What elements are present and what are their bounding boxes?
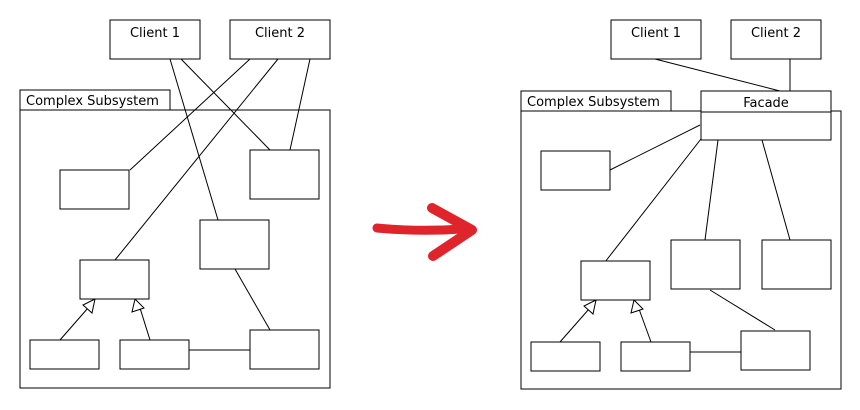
inheritance-line-right [139, 307, 151, 341]
connector-client2-to-box-superclass [114, 58, 279, 261]
client-2-box [229, 19, 331, 60]
connector-client1-to-facade [654, 58, 781, 92]
client-2-label: Client 2 [255, 26, 305, 41]
connector-facade-to-class-left-top [609, 124, 701, 171]
after-diagram: Complex Subsystem Client 1 Client 2 Faca… [520, 19, 842, 390]
before-diagram: Complex Subsystem Client 1 Client 2 [19, 19, 331, 389]
subsystem-class-bottom-left [29, 339, 100, 370]
subsystem-class-middle [670, 239, 741, 290]
connector-facade-to-class-right [761, 139, 791, 241]
right-arrow-icon [372, 203, 477, 261]
subsystem-class-bottom-right [249, 329, 320, 370]
subsystem-class-left-top [59, 169, 130, 210]
subsystem-class-superclass [580, 260, 651, 301]
subsystem-class-right-top [249, 149, 320, 200]
client-2-label: Client 2 [751, 26, 801, 41]
connector-class-middle-to-class-bottom-right [709, 289, 776, 331]
connector-box-middle-to-box-bottom-right [234, 268, 271, 331]
client-1-label: Client 1 [130, 26, 180, 41]
connector-facade-to-class-superclass [604, 129, 709, 263]
client-1-box [109, 19, 201, 60]
inheritance-arrowhead-right [630, 299, 644, 314]
subsystem-class-bottom-right [740, 330, 811, 371]
connector-client2-to-box-left-top [129, 58, 251, 171]
package-label: Complex Subsystem [527, 95, 660, 110]
connector-client1-to-box-middle [169, 58, 219, 221]
package-label: Complex Subsystem [26, 94, 159, 109]
inheritance-arrowhead-right [131, 298, 145, 313]
subsystem-class-superclass [79, 259, 150, 300]
connector-client1-to-box-right-top [180, 58, 271, 151]
connector-client2-to-box-right-top [289, 58, 311, 151]
inheritance-line-left [59, 307, 89, 341]
facade-box [700, 90, 832, 141]
client-2-box [730, 19, 822, 60]
inheritance-arrowhead-left [82, 298, 96, 314]
subsystem-class-middle [199, 219, 270, 270]
inheritance-arrowhead-left [583, 299, 597, 315]
connector-facade-to-class-middle [704, 139, 719, 241]
client-1-label: Client 1 [631, 26, 681, 41]
inheritance-line-right [638, 308, 652, 343]
subsystem-class-left-top [540, 150, 611, 191]
facade-label: Facade [743, 96, 789, 111]
subsystem-class-bottom-mid [119, 339, 190, 370]
subsystem-class-bottom-left [530, 341, 601, 372]
client-1-box [610, 19, 702, 60]
inheritance-line-left [559, 308, 590, 343]
subsystem-class-bottom-mid [620, 341, 691, 372]
subsystem-class-right [761, 239, 832, 290]
